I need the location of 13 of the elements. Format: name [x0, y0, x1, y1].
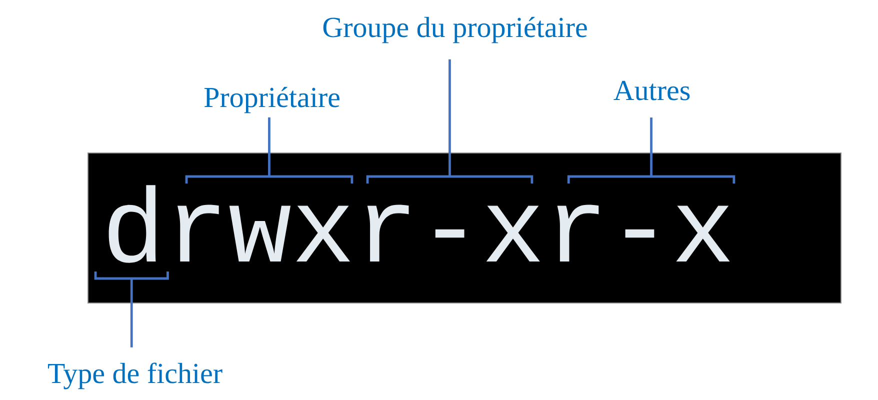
bracket-leader: [94, 272, 169, 348]
terminal-text: r-x: [557, 204, 730, 262]
annotation-label: Autres: [614, 80, 690, 100]
annotation-label: Groupe du propriétaire: [323, 16, 587, 44]
bracket-leader: [567, 118, 736, 184]
annotation-label: Type de fichier: [48, 362, 222, 390]
terminal-panel: [88, 152, 842, 304]
terminal-text: d: [108, 185, 156, 263]
terminal-text: rwx: [177, 204, 350, 262]
annotation-label: Propriétaire: [204, 86, 340, 114]
terminal-text: r-x: [367, 204, 540, 262]
bracket-leader: [366, 59, 534, 184]
bracket-leader: [185, 117, 354, 184]
